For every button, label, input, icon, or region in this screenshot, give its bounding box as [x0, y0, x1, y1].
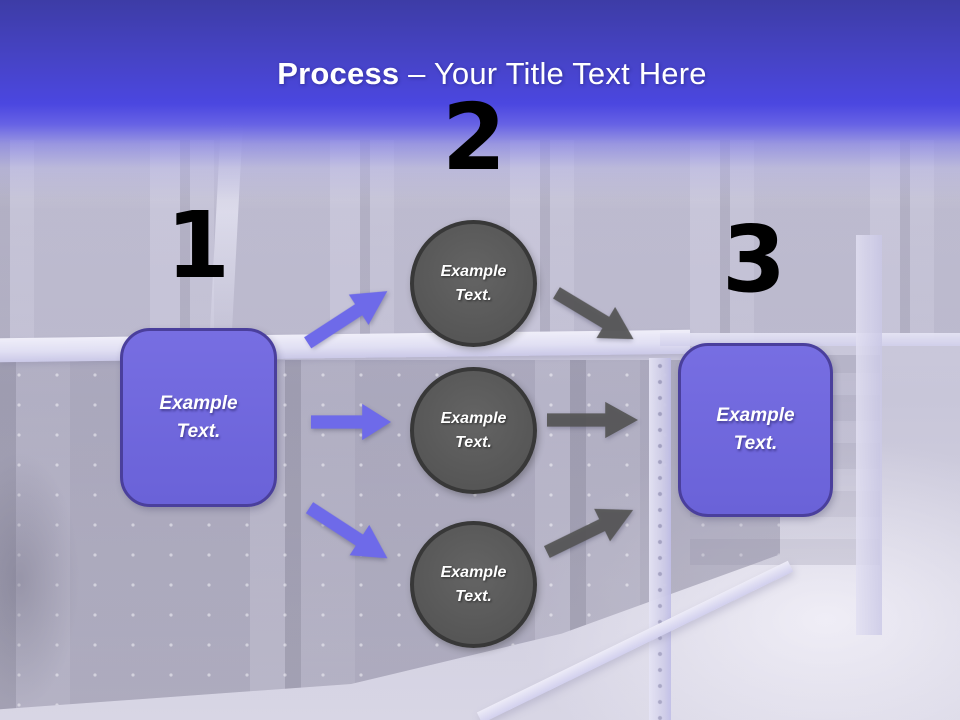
circle-top-label-line2: Text.	[455, 286, 492, 304]
circle-middle-label-line1: Example	[440, 410, 507, 428]
process-circle-middle: Example Text.	[410, 367, 537, 494]
photo-layer-rack-post-2	[856, 235, 882, 635]
start-box-label-line1: Example	[159, 392, 238, 414]
step-number-3: 3	[721, 206, 787, 313]
circle-top-label-line1: Example	[440, 263, 507, 281]
slide-title-keyword: Process	[277, 56, 400, 91]
slide-header-band: Process – Your Title Text Here	[0, 0, 960, 200]
step-number-2: 2	[441, 84, 507, 191]
photo-layer-shelf-beam-right	[660, 333, 960, 346]
process-circle-top: Example Text.	[410, 220, 537, 347]
arrow-right-icon	[311, 403, 391, 441]
process-circle-bottom: Example Text.	[410, 521, 537, 648]
circle-bottom-label-line1: Example	[440, 564, 507, 582]
process-end-box: Example Text.	[678, 343, 833, 517]
arrow-down-right-icon	[305, 502, 388, 559]
slide-title-rest: Your Title Text Here	[433, 56, 707, 91]
end-box-label-line1: Example	[716, 405, 795, 427]
slide-title-dash: –	[408, 56, 426, 91]
photo-layer-left-shadow	[0, 430, 90, 720]
slide-title: Process – Your Title Text Here	[12, 56, 960, 92]
arrow-down-right-icon	[552, 287, 634, 340]
start-box-label-line2: Text.	[176, 420, 221, 442]
step-number-1: 1	[165, 192, 231, 299]
arrow-up-right-icon	[304, 291, 388, 349]
circle-middle-label-line2: Text.	[455, 433, 492, 451]
process-start-box: Example Text.	[120, 328, 277, 507]
arrow-up-right-icon	[543, 508, 634, 559]
arrow-right-icon	[547, 401, 638, 439]
circle-bottom-label-line2: Text.	[455, 587, 492, 605]
end-box-label-line2: Text.	[733, 433, 778, 454]
